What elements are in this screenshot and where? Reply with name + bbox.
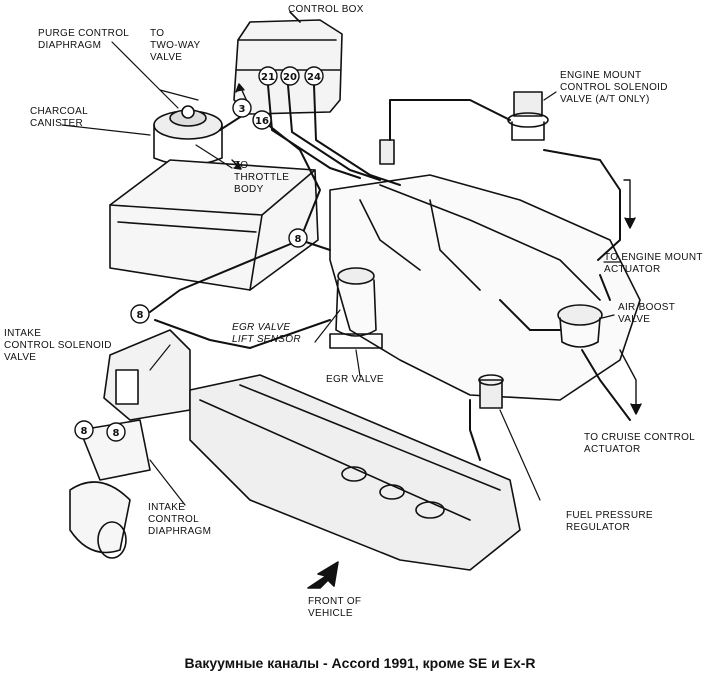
label-to-cruise-control-actuator: TO CRUISE CONTROL ACTUATOR [584, 432, 696, 455]
label-fuel-pressure-regulator: FUEL PRESSURE REGULATOR [566, 510, 653, 533]
engine-mount-solenoid [507, 91, 549, 141]
intake-control-solenoid [103, 329, 191, 421]
intake-pipes [69, 419, 151, 559]
hose-number-16: 16 [255, 116, 269, 127]
diagram-caption: Вакуумные каналы - Accord 1991, кроме SE… [184, 655, 536, 671]
label-purge-control-diaphragm: PURGE CONTROL DIAPHRAGM [38, 28, 130, 51]
hose-number-8-right: 8 [113, 428, 120, 439]
label-egr-valve: EGR VALVE [326, 374, 384, 385]
label-air-boost-valve: AIR BOOST VALVE [618, 302, 676, 325]
hose-number-circles [74, 66, 324, 442]
air-cleaner-box [109, 159, 319, 291]
control-box [233, 11, 343, 115]
hose-number-8-upper: 8 [295, 234, 302, 245]
label-intake-control-solenoid-valve: INTAKE CONTROL SOLENOID VALVE [4, 328, 112, 363]
leader-lines [61, 41, 621, 506]
hose-number-20: 20 [283, 72, 297, 83]
hose-number-21: 21 [261, 72, 275, 83]
valve-cover [189, 374, 521, 571]
air-boost-valve [557, 304, 603, 348]
label-to-two-way-valve: TO TWO-WAY VALVE [150, 28, 201, 63]
intake-manifold [329, 139, 641, 401]
egr-valve-body [329, 267, 383, 349]
label-engine-mount-control-solenoid-valve: ENGINE MOUNT CONTROL SOLENOID VALVE (A/T… [560, 70, 668, 105]
label-intake-control-diaphragm: INTAKE CONTROL DIAPHRAGM [148, 502, 212, 537]
hose-number-3: 3 [239, 104, 246, 115]
label-to-engine-mount-actuator: TO ENGINE MOUNT ACTUATOR [604, 252, 703, 275]
fuel-pressure-regulator [478, 374, 504, 409]
charcoal-canister [153, 105, 223, 166]
hose-number-24: 24 [307, 72, 321, 83]
label-front-of-vehicle: FRONT OF VEHICLE [308, 596, 362, 619]
label-to-throttle-body: TO THROTTLE BODY [234, 160, 290, 195]
label-control-box: CONTROL BOX [288, 4, 364, 15]
label-charcoal-canister: CHARCOAL CANISTER [30, 106, 88, 129]
front-of-vehicle-arrow [307, 561, 339, 589]
hose-number-8-left: 8 [81, 426, 88, 437]
label-egr-valve-lift-sensor: EGR VALVE LIFT SENSOR [232, 322, 301, 345]
hose-number-8-mid: 8 [137, 310, 144, 321]
